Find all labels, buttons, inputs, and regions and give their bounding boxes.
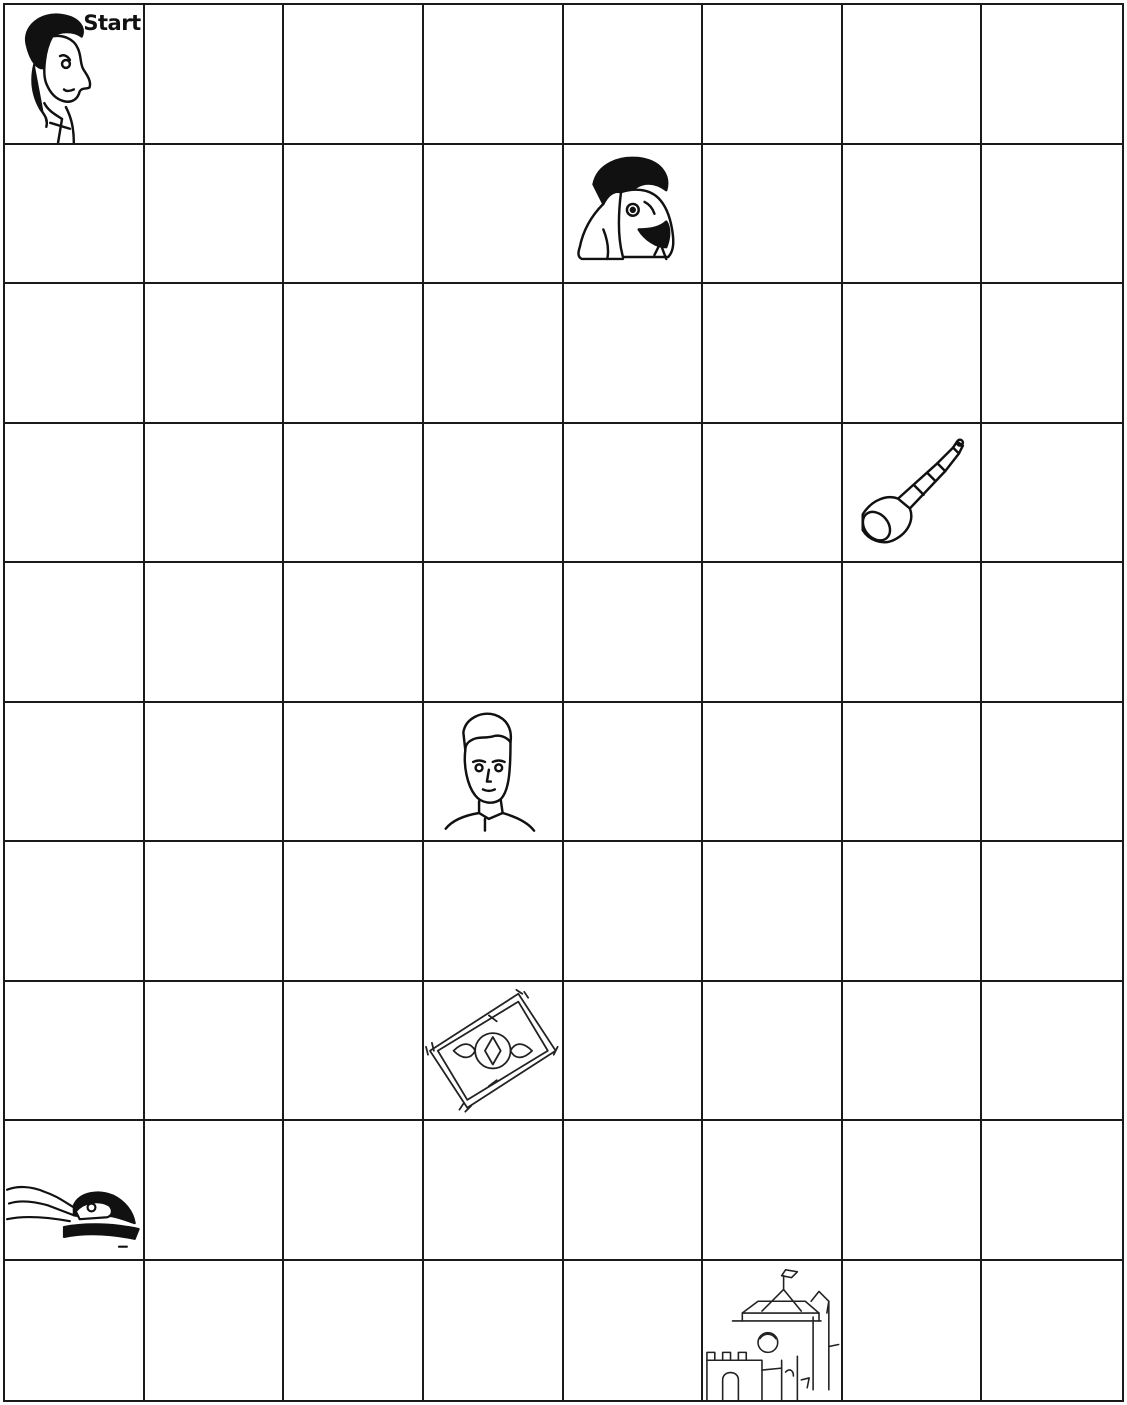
board-cell	[843, 982, 983, 1122]
board-cell	[5, 703, 145, 843]
board-cell	[424, 424, 564, 564]
board-cell	[284, 1121, 424, 1261]
board-cell	[5, 842, 145, 982]
board-cell	[843, 145, 983, 285]
board-cell	[564, 563, 704, 703]
board-cell	[564, 5, 704, 145]
board-cell	[564, 1121, 704, 1261]
board-cell	[145, 145, 285, 285]
board-cell	[145, 703, 285, 843]
young-man-icon	[424, 703, 562, 841]
board-cell	[982, 703, 1122, 843]
board-cell	[843, 563, 983, 703]
board-cell	[424, 563, 564, 703]
board-cell	[564, 284, 704, 424]
board-cell	[424, 842, 564, 982]
board-cell	[843, 5, 983, 145]
board-cell	[424, 145, 564, 285]
board-cell: Start	[5, 5, 145, 145]
board-cell	[703, 982, 843, 1122]
bearded-man-icon	[564, 145, 702, 283]
sleeping-man-icon	[5, 1121, 143, 1259]
board-cell	[564, 703, 704, 843]
board-cell	[703, 563, 843, 703]
board-cell	[982, 1121, 1122, 1261]
board-cell	[703, 145, 843, 285]
board-cell	[564, 982, 704, 1122]
board-cell	[284, 145, 424, 285]
board-cell	[703, 284, 843, 424]
board-cell	[284, 1261, 424, 1401]
board-cell	[145, 1121, 285, 1261]
board-cell	[843, 284, 983, 424]
board-cell	[145, 284, 285, 424]
board-cell	[5, 1261, 145, 1401]
board-cell	[843, 842, 983, 982]
board-cell	[564, 842, 704, 982]
board-cell	[424, 982, 564, 1122]
start-label: Start	[83, 11, 140, 35]
board-cell	[982, 5, 1122, 145]
board-cell	[284, 424, 424, 564]
board-cell	[284, 563, 424, 703]
board-cell	[982, 1261, 1122, 1401]
board-cell	[982, 145, 1122, 285]
board-cell	[424, 284, 564, 424]
board-cell	[284, 284, 424, 424]
telescope-icon	[843, 424, 981, 562]
board-cell	[5, 284, 145, 424]
board-cell	[703, 842, 843, 982]
board-cell	[703, 1121, 843, 1261]
board-cell	[145, 5, 285, 145]
board-cell	[703, 424, 843, 564]
board-cell	[564, 1261, 704, 1401]
board-cell	[843, 1261, 983, 1401]
board-cell	[982, 982, 1122, 1122]
board-cell	[703, 5, 843, 145]
board-cell	[564, 424, 704, 564]
board-cell	[5, 1121, 145, 1261]
board-cell	[982, 842, 1122, 982]
board-cell	[982, 284, 1122, 424]
game-board: Start	[3, 3, 1124, 1402]
board-cell	[5, 563, 145, 703]
board-cell	[145, 424, 285, 564]
board-cell	[5, 982, 145, 1122]
board-cell	[5, 424, 145, 564]
board-cell	[424, 1121, 564, 1261]
board-cell	[284, 982, 424, 1122]
castle-icon	[703, 1261, 841, 1401]
board-cell	[284, 842, 424, 982]
board-cell	[843, 424, 983, 564]
board-cell	[982, 563, 1122, 703]
board-cell	[5, 145, 145, 285]
board-cell	[564, 145, 704, 285]
board-cell	[284, 703, 424, 843]
board-cell	[982, 424, 1122, 564]
board-cell	[843, 1121, 983, 1261]
board-cell	[424, 1261, 564, 1401]
board-cell	[145, 982, 285, 1122]
board-cell	[424, 5, 564, 145]
magic-carpet-icon	[424, 982, 562, 1120]
board-cell	[284, 5, 424, 145]
board-cell	[703, 1261, 843, 1401]
board-cell	[145, 563, 285, 703]
board-cell	[843, 703, 983, 843]
board-cell	[424, 703, 564, 843]
board-cell	[703, 703, 843, 843]
board-cell	[145, 1261, 285, 1401]
board-cell	[145, 842, 285, 982]
